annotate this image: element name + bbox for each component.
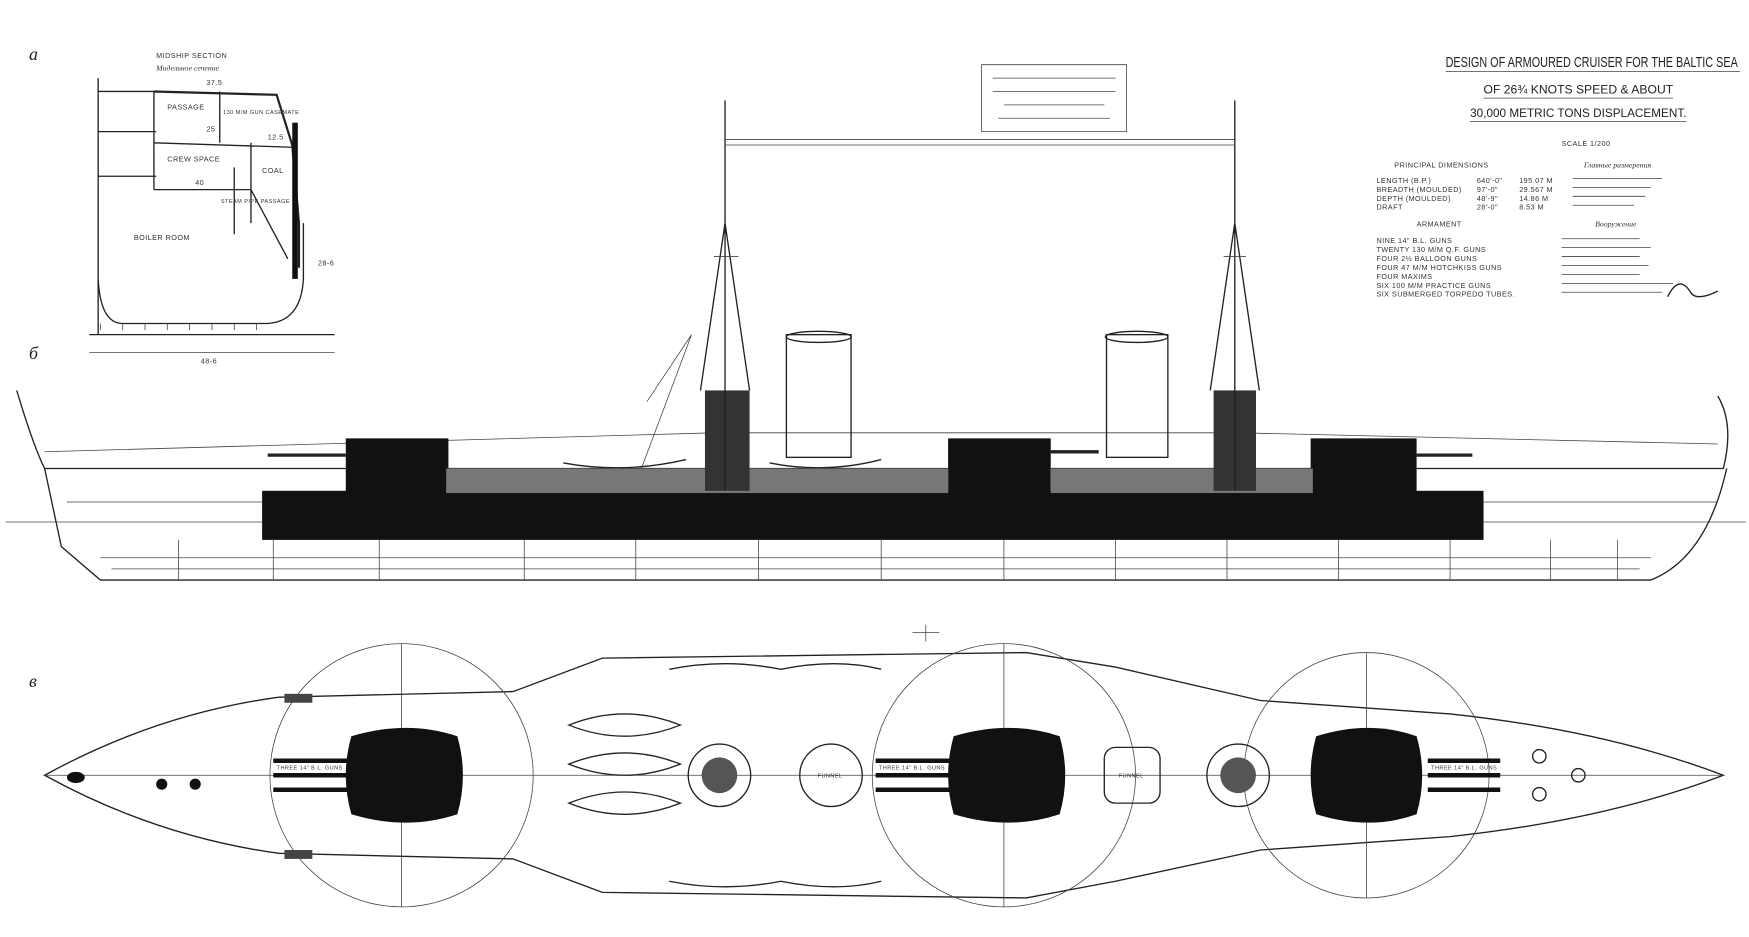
dim-metric: 8.53 M	[1519, 203, 1544, 212]
plan-label-turret-2: THREE 14" B.L. GUNS	[879, 766, 945, 772]
dim-label: LENGTH (B.P.)	[1376, 176, 1431, 185]
signature	[1666, 283, 1719, 298]
panel-label-a: а	[29, 44, 38, 64]
dim-feet: 28'-0"	[1477, 203, 1498, 212]
side-elevation	[5, 100, 1746, 581]
midship-section: MIDSHIP SECTION Мидельное сечение PASSAG…	[89, 51, 335, 366]
approval-stamp	[981, 64, 1127, 133]
dimensions-heading-ru: Главные размерения	[1583, 160, 1652, 169]
midship-label-passage: PASSAGE	[167, 102, 204, 111]
midship-label-casemate: 130 M/M GUN CASEMATE	[223, 110, 299, 116]
armament-item: FOUR 47 M/M HOTCHKISS GUNS	[1376, 263, 1502, 272]
midship-dim-2: 12.5	[268, 132, 284, 141]
plan-label-turret-1: THREE 14" B.L. GUNS	[277, 766, 343, 772]
armament-item: TWENTY 130 M/M Q.F. GUNS	[1376, 245, 1486, 254]
armament-item: FOUR 2½ BALLOON GUNS	[1376, 254, 1477, 263]
midship-label-pipe: STEAM PIPE PASSAGE	[221, 199, 290, 205]
title-line-3: 30,000 METRIC TONS DISPLACEMENT.	[1470, 106, 1686, 120]
panel-label-v: в	[29, 671, 37, 691]
dimensions-heading: PRINCIPAL DIMENSIONS	[1394, 160, 1488, 169]
midship-dim-3: 40	[195, 178, 204, 187]
dim-label: BREADTH (MOULDED)	[1376, 185, 1461, 194]
midship-dim-5: 28-6	[318, 258, 334, 267]
plan-label-funnel-2: FUNNEL	[1119, 773, 1144, 779]
title-line-1: DESIGN OF ARMOURED CRUISER FOR THE BALTI…	[1446, 55, 1738, 71]
armament-item: FOUR MAXIMS	[1376, 272, 1432, 281]
dim-feet: 48'-9"	[1477, 194, 1498, 203]
armament-list: NINE 14" B.L. GUNS TWENTY 130 M/M Q.F. G…	[1376, 236, 1719, 299]
midship-title-ru: Мидельное сечение	[155, 63, 219, 72]
midship-dim-4: 48-6	[201, 357, 217, 366]
panel-label-b: б	[29, 343, 39, 363]
dim-metric: 29.567 M	[1519, 185, 1553, 194]
midship-label-coal: COAL	[262, 166, 284, 175]
plan-label-turret-3: THREE 14" B.L. GUNS	[1431, 766, 1497, 772]
dim-feet: 640'-0"	[1477, 176, 1503, 185]
dim-label: DRAFT	[1376, 203, 1403, 212]
midship-dim-1: 25	[206, 125, 215, 134]
midship-label-crew: CREW SPACE	[167, 155, 220, 164]
title-block: DESIGN OF ARMOURED CRUISER FOR THE BALTI…	[1376, 55, 1741, 299]
midship-dim-0: 37.5	[206, 78, 222, 87]
dim-label: DEPTH (MOULDED)	[1376, 194, 1450, 203]
dim-metric: 14.86 M	[1519, 194, 1548, 203]
dimensions-table: LENGTH (B.P.) 640'-0" 195.07 M BREADTH (…	[1376, 176, 1662, 212]
dim-metric: 195.07 M	[1519, 176, 1553, 185]
armament-item: SIX 100 M/M PRACTICE GUNS	[1376, 281, 1491, 290]
plan-label-funnel-1: FUNNEL	[818, 773, 843, 779]
dim-feet: 97'-0"	[1477, 185, 1498, 194]
armament-item: NINE 14" B.L. GUNS	[1376, 236, 1452, 245]
title-line-2: OF 26¾ KNOTS SPEED & ABOUT	[1484, 83, 1674, 97]
deck-plan: THREE 14" B.L. GUNS THREE 14" B.L. GUNS …	[43, 624, 1726, 908]
midship-title: MIDSHIP SECTION	[156, 51, 227, 60]
armament-heading: ARMAMENT	[1417, 219, 1462, 228]
scale-label: SCALE 1/200	[1562, 139, 1611, 148]
armament-item: SIX SUBMERGED TORPEDO TUBES.	[1376, 290, 1515, 299]
midship-label-boiler: BOILER ROOM	[134, 233, 190, 242]
armament-heading-ru: Вооружение	[1595, 219, 1637, 228]
